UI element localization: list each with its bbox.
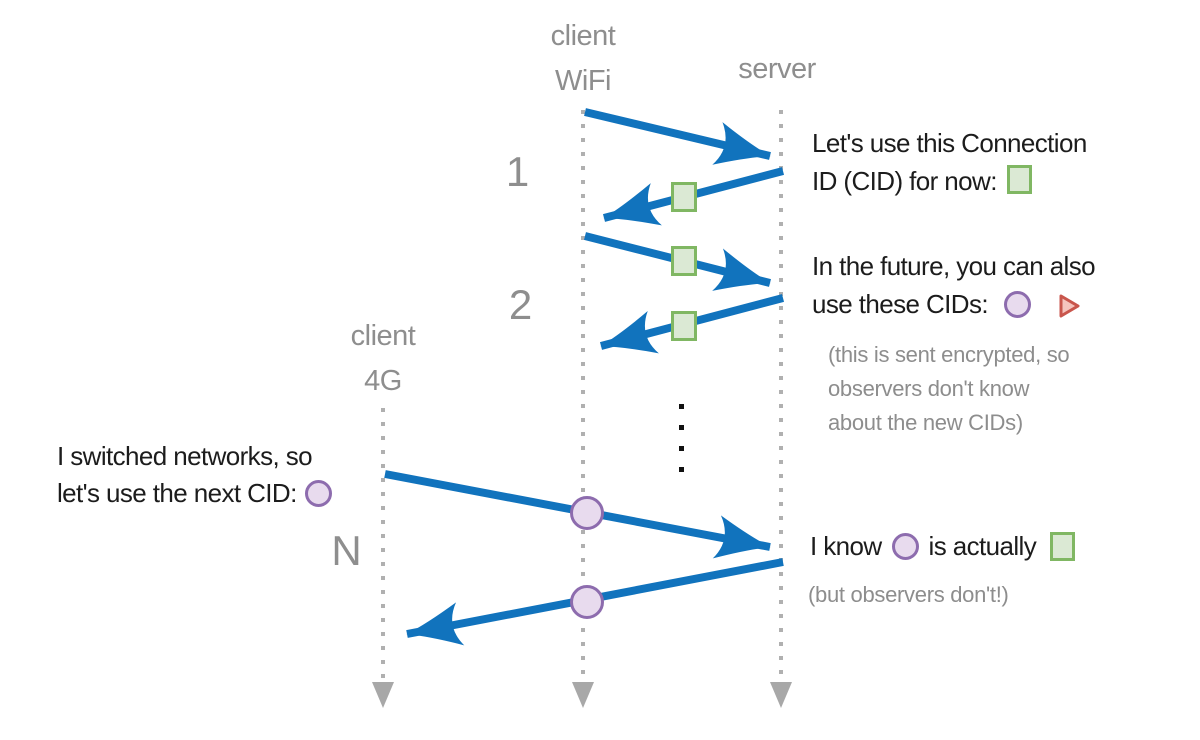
lane-label-client-wifi-line2: WiFi xyxy=(555,65,611,97)
annotation-msg2-line2: use these CIDs: xyxy=(812,285,1095,323)
annotation-msg4-part2: is actually xyxy=(928,531,1037,561)
annotation-msg3: I switched networks, so let's use the ne… xyxy=(57,438,332,512)
sequence-number-n: N xyxy=(331,527,362,574)
annotation-msg3-line2-text: let's use the next CID: xyxy=(57,478,297,508)
cid-purple-circle-icon-on-arrow-nb xyxy=(570,585,604,619)
lane-label-client-4g-line2: 4G xyxy=(364,365,402,397)
cid-green-square-icon-on-arrow-1 xyxy=(671,182,697,212)
annotation-msg2-line2-text: use these CIDs: xyxy=(812,289,989,319)
cid-purple-circle-icon-on-arrow-na xyxy=(570,496,604,530)
lane-label-client-wifi-line1: client xyxy=(550,20,616,52)
lane-label-client-4g: client 4G xyxy=(313,314,453,404)
lane-label-client-4g-line1: client xyxy=(350,320,416,352)
cid-purple-circle-icon-inline-msg3 xyxy=(304,480,332,507)
sequence-number-2: 2 xyxy=(508,281,533,328)
lane-label-server: server xyxy=(707,47,847,92)
annotation-msg3-line2: let's use the next CID: xyxy=(57,475,332,512)
note-observers: (but observers don't!) xyxy=(808,582,1009,607)
annotation-msg3-line1: I switched networks, so xyxy=(57,441,313,471)
lifeline-end-arrow-icon-wifi xyxy=(572,682,594,708)
lifeline-end-arrow-icon-server xyxy=(770,682,792,708)
note-encrypted-line3: about the new CIDs) xyxy=(828,410,1023,435)
cid-green-square-icon-inline-msg4 xyxy=(1050,531,1076,561)
cid-purple-circle-icon-inline-msg2 xyxy=(1003,291,1031,318)
note-encrypted: (this is sent encrypted, so observers do… xyxy=(828,338,1070,440)
lifeline-server xyxy=(779,110,783,678)
annotation-msg2-line1: In the future, you can also xyxy=(812,251,1096,281)
cid-purple-circle-icon-inline-msg4 xyxy=(891,532,919,560)
lifeline-client-wifi xyxy=(581,110,585,678)
annotation-msg1-line1: Let's use this Connection xyxy=(812,128,1087,158)
cid-red-triangle-icon xyxy=(1059,294,1080,318)
annotation-msg1-line2: ID (CID) for now: xyxy=(812,162,1087,200)
annotation-msg2: In the future, you can also use these CI… xyxy=(812,247,1096,323)
cid-green-square-icon-inline-msg1 xyxy=(1006,165,1032,194)
annotation-msg4-part1: I know xyxy=(810,531,882,561)
note-encrypted-line2: observers don't know xyxy=(828,376,1030,401)
lane-label-server-text: server xyxy=(738,53,816,85)
sequence-number-1: 1 xyxy=(505,148,530,195)
lifeline-client-4g xyxy=(381,408,385,678)
note-encrypted-line1: (this is sent encrypted, so xyxy=(828,342,1070,367)
annotation-msg4: I know is actually xyxy=(810,527,1076,565)
message-arrow-1-client-to-server xyxy=(584,108,771,165)
annotation-msg1: Let's use this Connection ID (CID) for n… xyxy=(812,124,1087,200)
cid-green-square-icon-on-arrow-2b xyxy=(671,311,697,341)
lifeline-end-arrow-icon-4g xyxy=(372,682,394,708)
lane-label-client-wifi: client WiFi xyxy=(513,14,653,104)
ellipsis-icon xyxy=(679,404,684,472)
cid-green-square-icon-on-arrow-2a xyxy=(671,246,697,276)
annotation-msg1-line2-text: ID (CID) for now: xyxy=(812,166,997,196)
